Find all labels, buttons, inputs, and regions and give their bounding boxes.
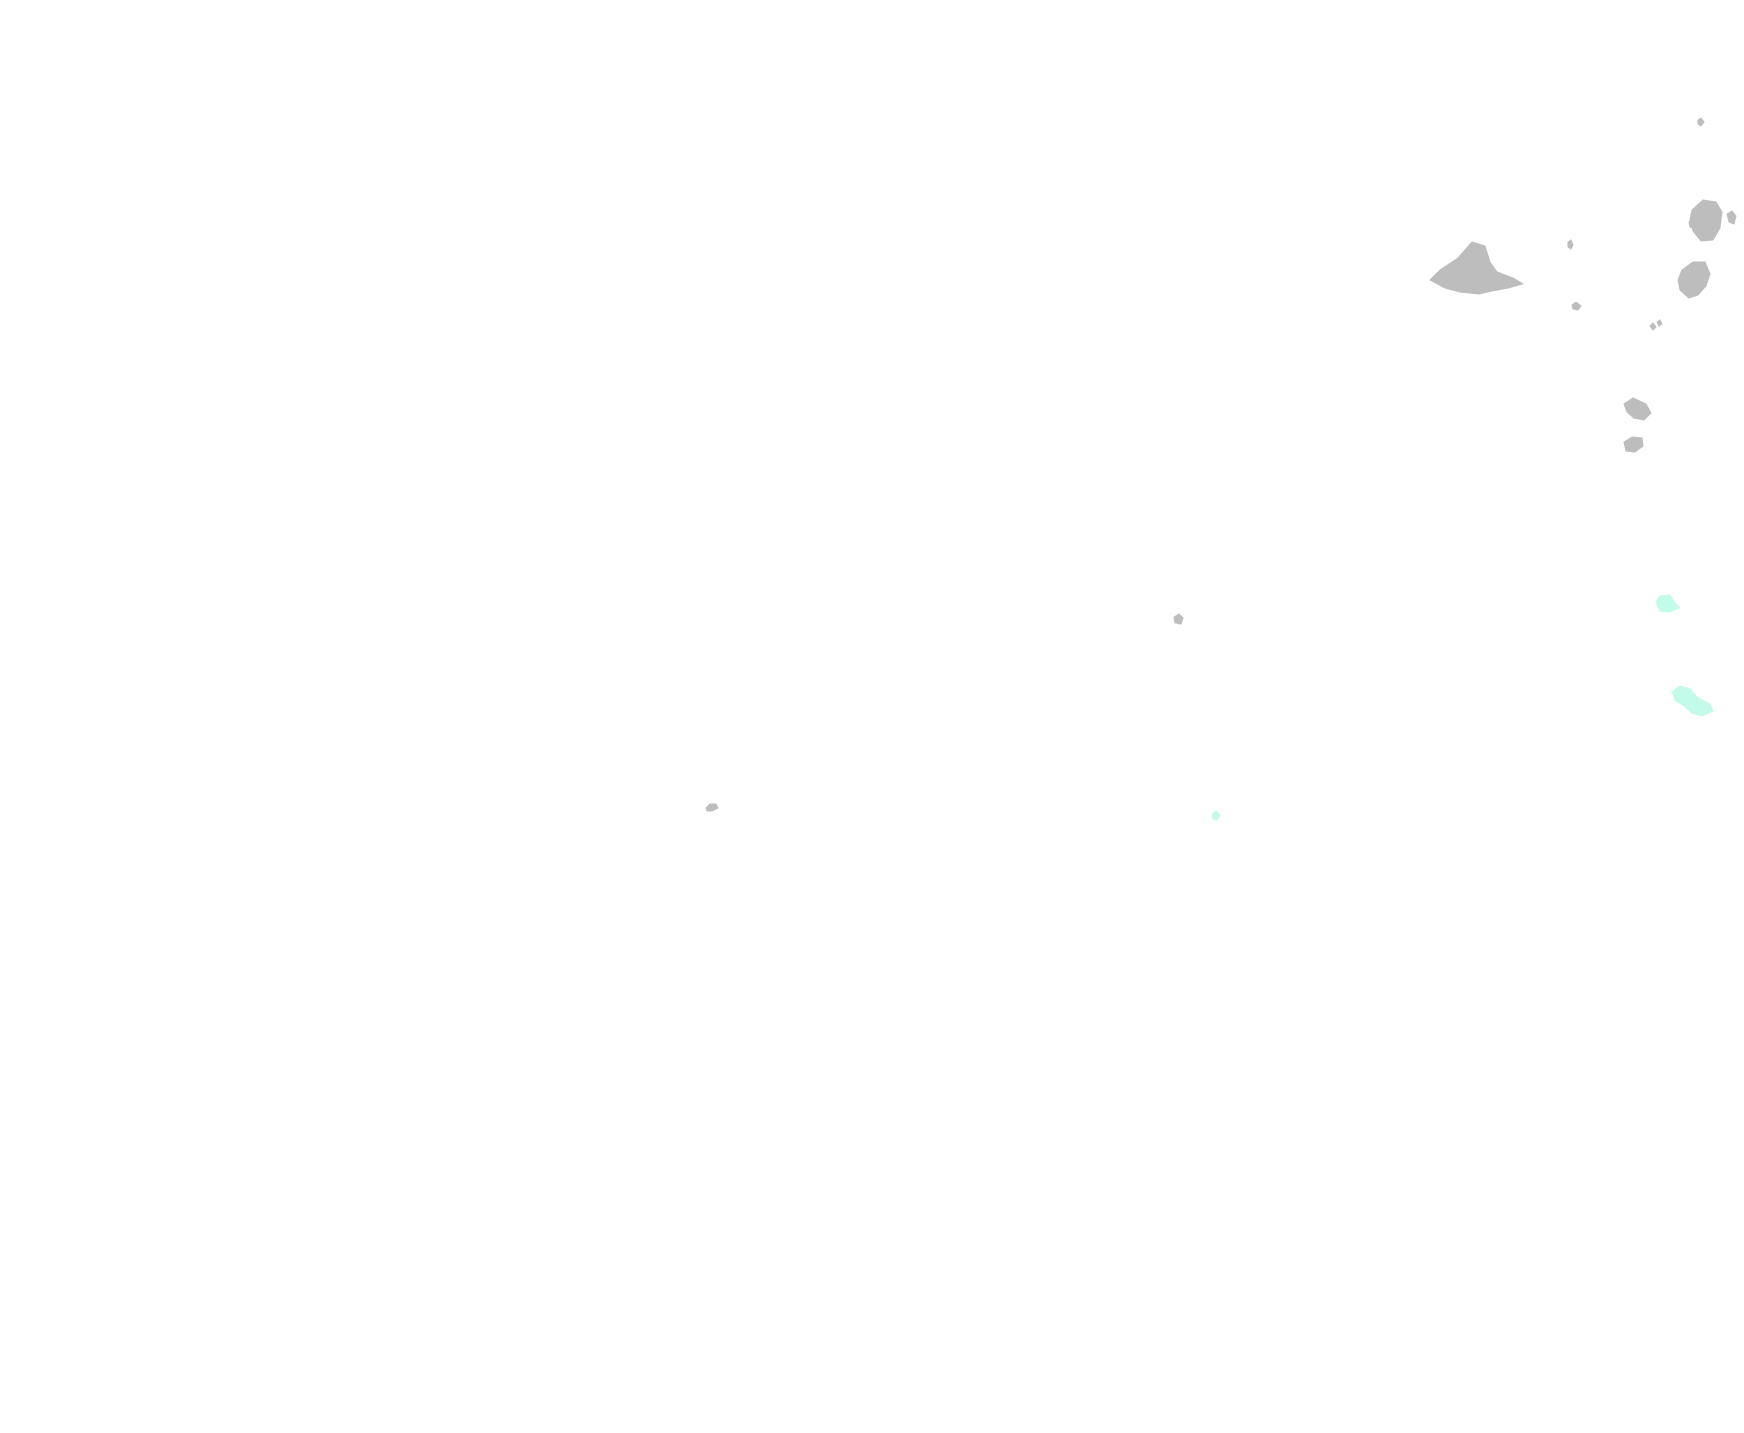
highlight-landmass-group xyxy=(1211,594,1714,821)
landmass-gray-8[interactable] xyxy=(1726,210,1737,225)
landmass-gray-3[interactable] xyxy=(1677,261,1711,299)
landmass-gray-7[interactable] xyxy=(1697,117,1705,127)
landmass-gray-12[interactable] xyxy=(705,803,719,812)
landmass-gray-14[interactable] xyxy=(1656,319,1663,327)
landmass-highlight-3[interactable] xyxy=(1211,810,1221,821)
landmass-highlight-2[interactable] xyxy=(1671,685,1714,717)
gray-landmass-group xyxy=(705,117,1737,812)
landmass-gray-13[interactable] xyxy=(1649,322,1657,331)
landmass-gray-4[interactable] xyxy=(1623,397,1652,421)
landmass-gray-11[interactable] xyxy=(1173,613,1184,625)
landmass-highlight-1[interactable] xyxy=(1655,594,1681,613)
landmass-gray-1[interactable] xyxy=(1429,241,1525,295)
landmass-gray-6[interactable] xyxy=(1571,301,1582,311)
landmass-gray-10[interactable] xyxy=(1567,239,1574,250)
landmass-gray-5[interactable] xyxy=(1623,436,1644,453)
landmass-gray-9[interactable] xyxy=(1688,217,1697,229)
